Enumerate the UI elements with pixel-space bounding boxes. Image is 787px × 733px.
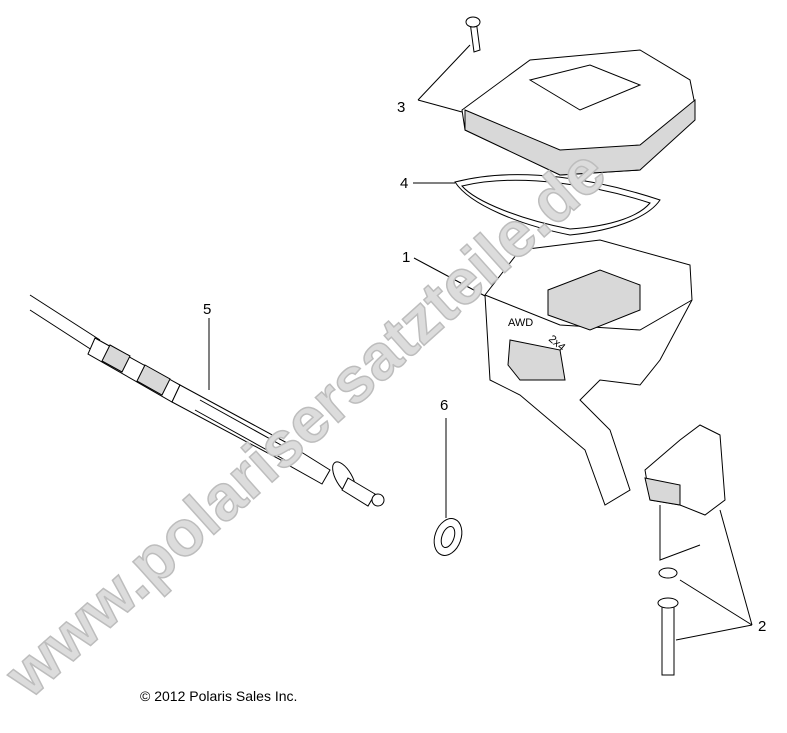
watermark: www.polarisersatzteile.de <box>0 135 619 711</box>
callout-6: 6 <box>440 397 448 414</box>
part-5-cable <box>29 294 385 507</box>
leader-2 <box>659 505 753 641</box>
callout-4: 4 <box>400 175 408 192</box>
leader-3 <box>417 44 471 113</box>
part-1-housing: AWD 2x4 <box>484 239 693 506</box>
callout-2: 2 <box>758 618 766 635</box>
part-4-gasket <box>454 174 661 236</box>
callout-5: 5 <box>203 301 211 318</box>
copyright-text: © 2012 Polaris Sales Inc. <box>140 688 298 704</box>
callout-3: 3 <box>397 99 405 116</box>
part-6-washer <box>433 518 463 556</box>
part-3-cover <box>461 16 696 176</box>
awd-label: AWD <box>508 317 533 329</box>
leader-1 <box>413 257 486 297</box>
callout-1: 1 <box>402 249 410 266</box>
part-2-clamp <box>644 424 726 676</box>
